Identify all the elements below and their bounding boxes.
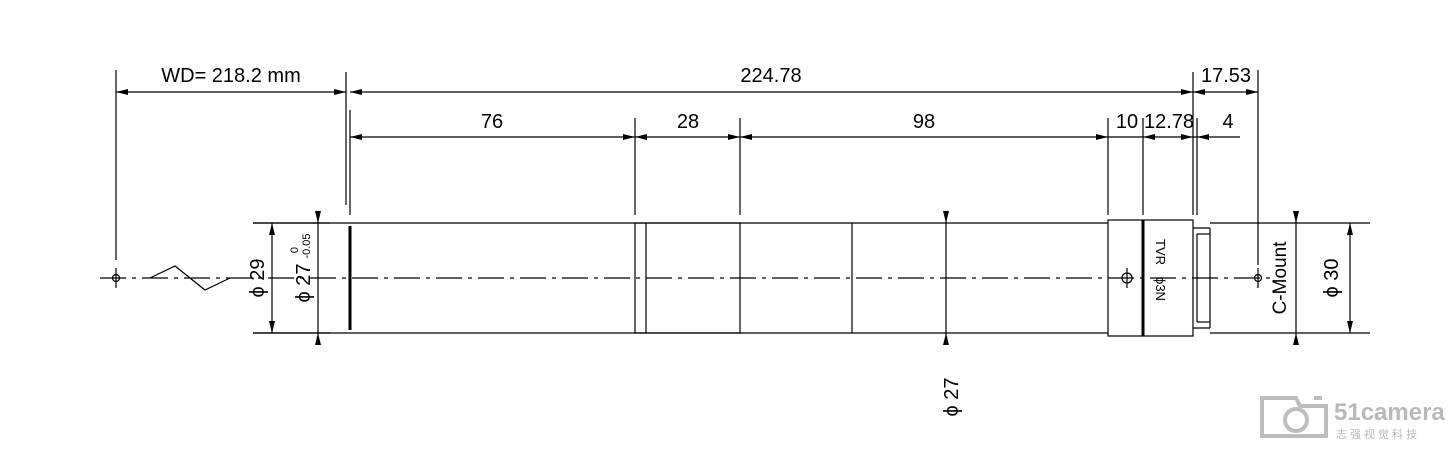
- watermark: 51camera 志强视觉科技: [1260, 396, 1445, 441]
- segment-28-label: 28: [677, 111, 699, 133]
- break-symbol: [149, 265, 231, 291]
- c-mount-label: C-Mount: [1270, 241, 1291, 315]
- extension-lines: [115, 70, 1370, 334]
- segment-10-label: 10: [1116, 111, 1138, 133]
- tolerance-upper: 0: [289, 247, 301, 253]
- flange-offset-label: 17.53: [1201, 65, 1251, 87]
- dim-line-phi27-tol: [315, 211, 321, 345]
- phi-30-label: ϕ 30: [1321, 258, 1343, 297]
- overall-length-label: 224.78: [740, 65, 801, 87]
- segment-76-label: 76: [481, 111, 503, 133]
- dim-line-wd: [116, 89, 346, 95]
- watermark-tagline: 志强视觉科技: [1336, 427, 1420, 441]
- image-point-marker: [1253, 268, 1263, 288]
- phi-27-body-label: ϕ 27: [941, 377, 963, 416]
- watermark-brand: 51camera: [1334, 399, 1445, 426]
- watermark-logo-icon: [1260, 396, 1328, 438]
- dim-line-flange: [1193, 89, 1258, 95]
- dim-line-phi30: [1293, 211, 1353, 345]
- segment-12-78-label: 12.78: [1144, 111, 1194, 133]
- dim-line-phi29: [269, 223, 275, 333]
- phi-27-tolerance-label: ϕ 27: [293, 263, 315, 302]
- wd-label: WD= 218.2 mm: [161, 65, 300, 87]
- object-point-marker: [111, 268, 121, 288]
- dim-line-segments: [350, 134, 1240, 140]
- lens-body: [253, 219, 1211, 337]
- ring-text-phi3n: ϕ3N: [1153, 277, 1168, 301]
- dim-line-overall: [350, 89, 1193, 95]
- segment-4-label: 4: [1222, 111, 1233, 133]
- dim-line-phi27-body: [943, 211, 949, 345]
- tolerance-lower: -0.05: [301, 233, 313, 258]
- ring-text-tvr: TVR: [1153, 239, 1168, 265]
- segment-98-label: 98: [913, 111, 935, 133]
- phi-29-label: ϕ 29: [247, 258, 269, 297]
